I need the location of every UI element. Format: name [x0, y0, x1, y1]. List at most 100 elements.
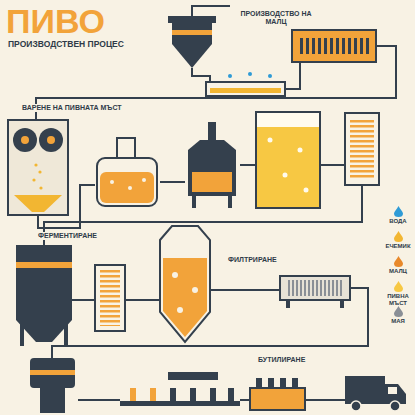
fermentation-silo	[16, 320, 72, 342]
conveyor	[228, 388, 234, 401]
conveyor	[168, 372, 218, 380]
step-label: БУТИЛИРАНЕ	[256, 356, 307, 364]
pipe	[125, 299, 160, 301]
bottling-machine	[30, 358, 75, 413]
conical-fermenter	[160, 226, 210, 342]
boiling-kettle	[304, 188, 309, 193]
legend-item: МАЛЦ	[383, 256, 413, 275]
kiln	[292, 30, 376, 62]
legend-swatch	[394, 306, 403, 317]
beer-filter	[280, 276, 350, 300]
truck	[351, 401, 361, 411]
conveyor	[120, 372, 240, 406]
pipe	[78, 399, 120, 401]
step-label: ФИЛТРИРАНЕ	[226, 256, 279, 264]
step-label: ВАРЕНЕ НА ПИВНАТА МЪСТ	[20, 104, 124, 112]
cooler	[95, 265, 125, 331]
pipe	[210, 289, 280, 291]
lauter-tun	[192, 172, 232, 192]
pipe	[285, 62, 300, 89]
bottling-machine	[30, 358, 75, 388]
fermentation-silo	[16, 245, 72, 320]
boiling-kettle	[256, 112, 320, 208]
conveyor	[120, 401, 240, 406]
legend-item: ПИВНА МЪСТ	[383, 281, 413, 306]
grain-mill	[14, 195, 62, 212]
pipe	[70, 299, 95, 301]
bottling-machine	[30, 370, 75, 375]
crate	[250, 388, 305, 410]
pipe	[240, 399, 250, 401]
legend-swatch	[394, 281, 403, 292]
legend-item: ЕЧЕМИК	[383, 231, 413, 250]
legend-swatch	[394, 231, 403, 242]
wort-cooler	[345, 113, 379, 185]
wort-cooler	[345, 113, 379, 185]
germination-tray	[248, 72, 252, 76]
pipe	[192, 68, 210, 82]
germination-tray	[206, 72, 285, 96]
truck	[345, 376, 385, 404]
pipe	[240, 164, 255, 166]
germination-tray	[206, 82, 285, 96]
legend-text: МАЛЦ	[383, 268, 413, 275]
germination-tray	[268, 74, 272, 78]
legend-swatch	[394, 256, 403, 267]
truck	[390, 401, 400, 411]
conical-fermenter	[172, 272, 178, 278]
mash-tun	[117, 138, 135, 158]
wort-cooler	[350, 118, 374, 180]
conveyor	[130, 388, 136, 401]
boiling-kettle	[257, 113, 319, 127]
legend-swatch	[394, 281, 403, 292]
legend-text: ВОДА	[383, 218, 413, 225]
conical-fermenter	[160, 226, 210, 342]
fermentation-silo	[64, 320, 68, 346]
malt-hopper	[168, 16, 216, 68]
subtitle: ПРОИЗВОДСТВЕН ПРОЦЕС	[6, 40, 126, 50]
legend-item: МАЯ	[383, 306, 413, 325]
grain-mill	[8, 120, 68, 215]
grain-mill	[32, 178, 35, 181]
lauter-tun	[188, 140, 236, 196]
pipe	[160, 181, 185, 183]
beer-filter	[286, 300, 290, 308]
legend-swatch	[394, 206, 403, 217]
beer-filter	[340, 300, 344, 308]
germination-tray	[210, 88, 281, 93]
legend-text: МАЯ	[383, 318, 413, 325]
mash-tun	[97, 138, 157, 206]
pipe	[320, 164, 345, 166]
malt-hopper	[168, 16, 216, 23]
conical-fermenter	[163, 258, 207, 337]
fermentation-silo	[20, 320, 24, 346]
kiln	[292, 30, 376, 62]
title: ПИВО	[6, 4, 105, 38]
grain-mill	[39, 128, 63, 152]
legend-swatch	[394, 206, 403, 217]
cooler	[100, 270, 120, 326]
mash-tun	[110, 180, 114, 184]
crate	[250, 378, 305, 410]
mash-tun	[128, 186, 132, 190]
legend-swatch	[394, 306, 403, 317]
step-label: ПРОИЗВОДСТВО НА МАЛЦ	[232, 10, 320, 26]
legend-text: ПИВНА МЪСТ	[383, 293, 413, 306]
fermentation-silo	[16, 245, 72, 346]
boiling-kettle	[268, 138, 273, 143]
lauter-tun	[208, 122, 216, 142]
conveyor	[190, 388, 196, 401]
legend-item: ВОДА	[383, 206, 413, 225]
mash-tun	[142, 178, 146, 182]
legend-text: ЕЧЕМИК	[383, 243, 413, 250]
mash-tun	[100, 172, 154, 203]
malt-hopper	[172, 30, 212, 35]
legend-swatch	[394, 256, 403, 267]
pipe	[305, 399, 345, 401]
grain-mill	[13, 128, 37, 152]
kiln	[298, 38, 370, 54]
grain-mill	[47, 136, 55, 144]
lauter-tun	[192, 196, 196, 208]
